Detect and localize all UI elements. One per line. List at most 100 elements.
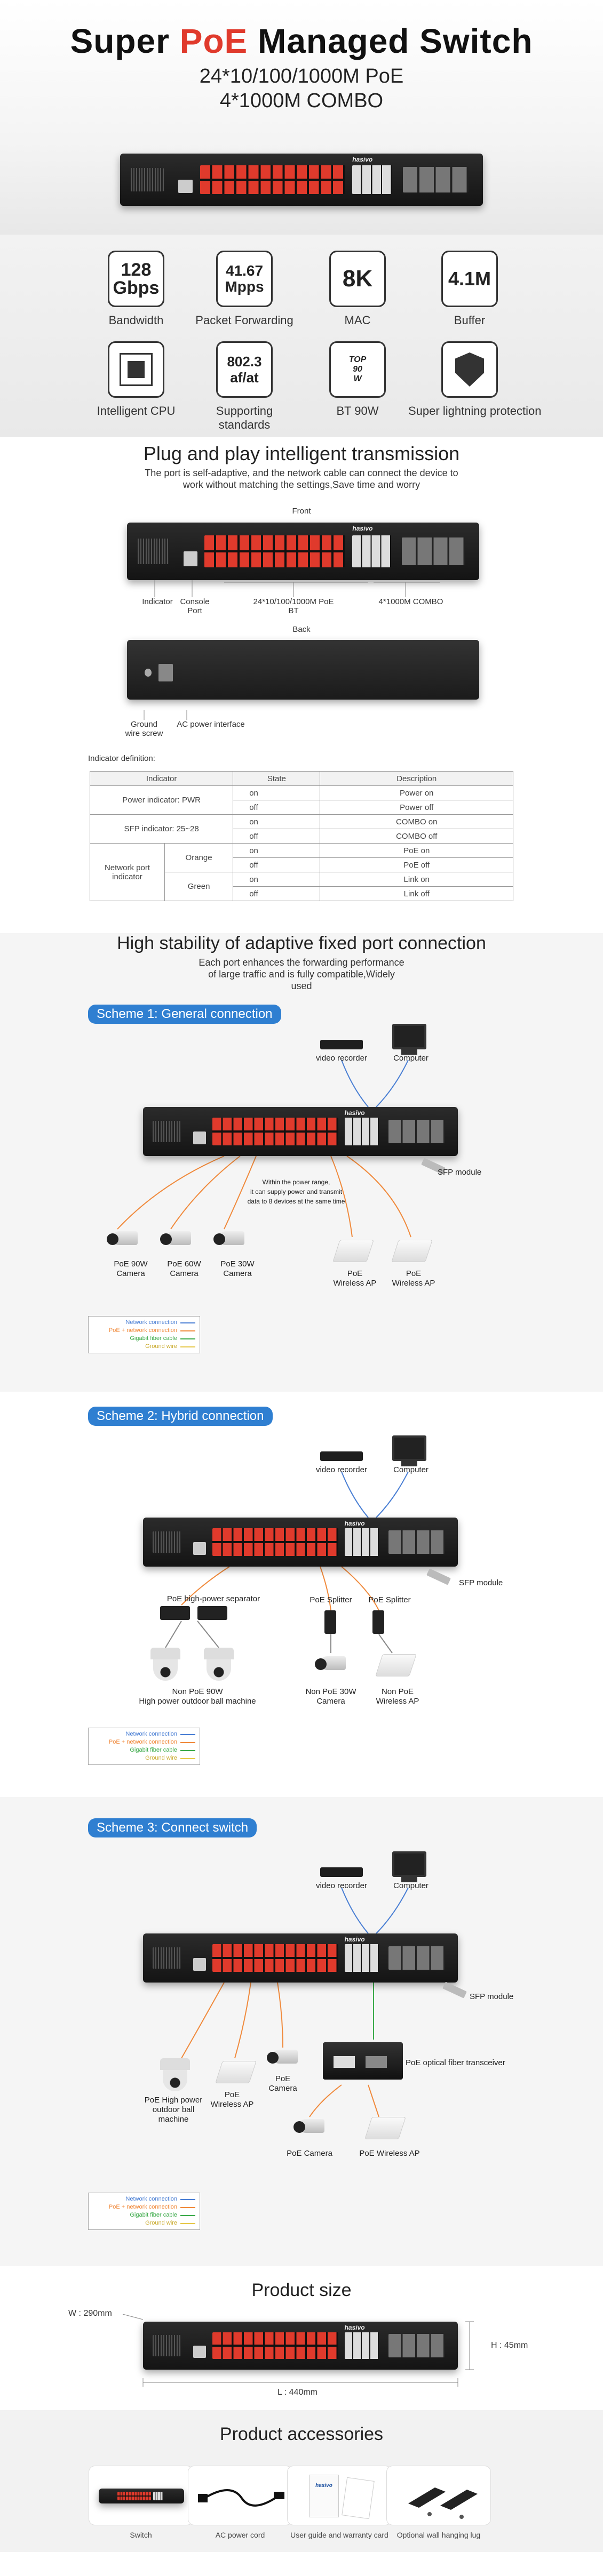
device-label: Non PoE 30W Camera (305, 1687, 356, 1706)
scheme3-tag: Scheme 3: Connect switch (88, 1818, 257, 1837)
switch-image: hasivo (143, 1518, 458, 1567)
standards-icon: 802.3 af/at (216, 341, 273, 398)
ground-label: Ground wire screw (125, 720, 163, 738)
hero-line-1: 24*10/100/1000M PoE (199, 65, 404, 87)
dome-camera-icon (160, 2058, 190, 2091)
fiber-transceiver-icon (323, 2042, 403, 2080)
video-recorder-icon (320, 1451, 363, 1461)
camera-icon (267, 2048, 299, 2067)
video-recorder-label: video recorder (316, 1054, 367, 1063)
brand-logo: hasivo (352, 155, 373, 163)
sfp-label: SFP module (459, 1578, 503, 1587)
accessory-caption: Switch (130, 2531, 152, 2539)
scheme2-tag: Scheme 2: Hybrid connection (88, 1407, 273, 1426)
hero-line-2: 4*1000M COMBO (219, 90, 384, 112)
switch-image: hasivo (143, 2322, 458, 2370)
device-label: PoE High power outdoor ball machine (144, 2096, 203, 2124)
back-label: Back (292, 625, 311, 634)
computer-label: Computer (393, 1054, 429, 1063)
switch-back-image (127, 640, 479, 700)
interface-section: Plug and play intelligent transmission T… (0, 437, 603, 933)
scheme1-section: High stability of adaptive fixed port co… (0, 933, 603, 1392)
buffer-icon: 4.1M (441, 251, 498, 307)
hero-section: Super PoE Managed Switch 24*10/100/1000M… (0, 0, 603, 235)
separator-label: PoE high-power separator (166, 1594, 260, 1603)
scheme1-tag: Scheme 1: General connection (88, 1005, 281, 1024)
mac-icon: 8K (329, 251, 386, 307)
bandwidth-icon: 128 Gbps (108, 251, 164, 307)
poe-splitter-icon (372, 1610, 384, 1634)
device-label: PoE Wireless AP (359, 2149, 420, 2158)
device-label: PoE 60W Camera (167, 1259, 201, 1278)
power-cord-icon (198, 2489, 284, 2507)
dimension-lines (122, 2314, 474, 2387)
computer-icon (392, 1024, 426, 1055)
accessory-caption: AC power cord (215, 2531, 265, 2539)
specs-section: 128 Gbps Bandwidth 41.67 Mpps Packet For… (0, 235, 603, 437)
switch-front-image: hasivo (127, 523, 479, 580)
accessory-wall-lug (386, 2466, 491, 2525)
ac-label: AC power interface (177, 720, 245, 729)
forwarding-icon: 41.67 Mpps (216, 251, 273, 307)
device-label: PoE Camera (268, 2074, 297, 2093)
interface-desc: The port is self-adaptive, and the netwo… (145, 468, 458, 490)
wall-lug-icon (408, 2487, 478, 2519)
cpu-chip-icon (108, 341, 164, 398)
interface-title: Plug and play intelligent transmission (143, 443, 460, 464)
poe-splitter-icon (324, 1610, 336, 1634)
computer-label: Computer (393, 1465, 429, 1474)
poe-highlight: PoE (179, 22, 248, 60)
accessory-caption: User guide and warranty card (290, 2531, 388, 2539)
computer-icon (392, 1435, 426, 1466)
legend: Network connection PoE + network connect… (88, 1316, 200, 1353)
callout-lines (144, 580, 440, 720)
switch-image: hasivo (120, 154, 483, 206)
spec-lightning: Super lightning protection (408, 341, 542, 418)
video-recorder-label: video recorder (316, 1465, 367, 1474)
splitter-label: PoE Splitter (368, 1595, 411, 1604)
computer-icon (392, 1851, 426, 1882)
spec-standards: 802.3 af/at Supporting standards (194, 341, 295, 432)
legend: Network connection PoE + network connect… (88, 1728, 200, 1765)
sfp-label: SFP module (438, 1168, 482, 1177)
bt90w-icon: TOP 90 W (329, 341, 386, 398)
wireless-ap-icon (332, 1240, 374, 1262)
power-note: Within the power range, it can supply po… (247, 1178, 345, 1205)
stability-title: High stability of adaptive fixed port co… (117, 933, 486, 953)
video-recorder-icon (320, 1867, 363, 1877)
video-recorder-icon (320, 1040, 363, 1049)
size-title: Product size (251, 2280, 352, 2300)
accessories-title: Product accessories (219, 2424, 384, 2444)
spec-bt90w: TOP 90 W BT 90W (307, 341, 408, 418)
device-label: PoE 90W Camera (114, 1259, 148, 1278)
wireless-ap-icon (375, 1654, 417, 1676)
device-label: PoE Wireless AP (333, 1269, 377, 1288)
sfp-label: SFP module (470, 1992, 514, 2001)
scheme2-section: Scheme 2: Hybrid connection video record… (0, 1392, 603, 1797)
length-dimension: L : 440mm (277, 2388, 318, 2397)
spec-cpu: Intelligent CPU (85, 341, 187, 418)
scheme3-links (181, 1887, 409, 2117)
device-label: PoE 30W Camera (220, 1259, 255, 1278)
spec-mac: 8K MAC (307, 251, 408, 327)
combo-label: 4*1000M COMBO (378, 597, 443, 606)
camera-icon (107, 1229, 139, 1248)
spec-forwarding: 41.67 Mpps Packet Forwarding (194, 251, 295, 327)
accessory-switch (89, 2466, 193, 2525)
accessory-power-cord (188, 2466, 292, 2525)
accessory-caption: Optional wall hanging lug (396, 2531, 481, 2539)
console-label: Console Port (180, 597, 210, 615)
front-label: Front (292, 507, 311, 516)
device-label: Non PoE 90W High power outdoor ball mach… (139, 1687, 256, 1706)
wireless-ap-icon (215, 2061, 257, 2083)
lightning-shield-icon (441, 341, 498, 398)
indicator-label: Indicator (142, 597, 173, 606)
